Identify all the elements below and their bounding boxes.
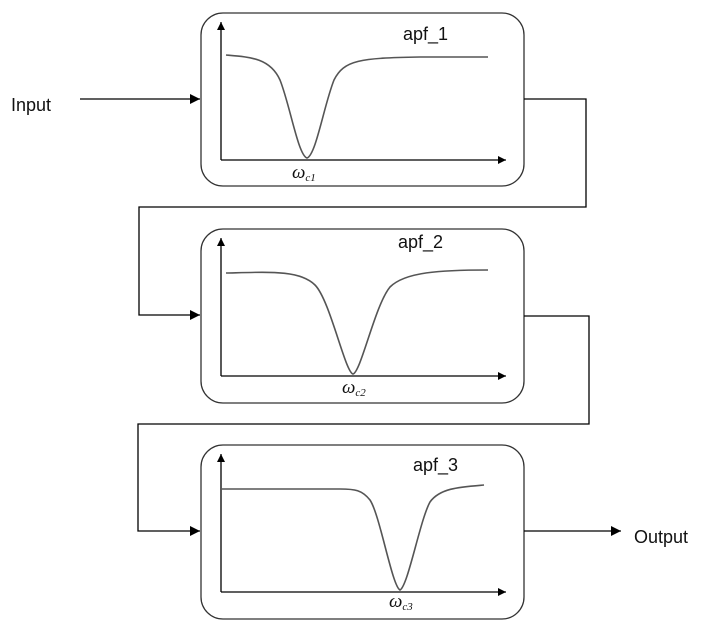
filter-block-apf-1: apf_1 ωc1 bbox=[200, 12, 525, 187]
filter-name-label: apf_2 bbox=[398, 232, 443, 253]
filter-block-apf-3: apf_3 ωc3 bbox=[200, 444, 525, 620]
filter-name-label: apf_3 bbox=[413, 455, 458, 476]
input-label: Input bbox=[11, 95, 51, 115]
filter-box bbox=[200, 228, 525, 404]
cutoff-frequency-label: ωc1 bbox=[292, 162, 316, 184]
connector-2-to-3 bbox=[137, 315, 590, 536]
filter-name-label: apf_1 bbox=[403, 24, 448, 45]
frequency-response-curve bbox=[225, 54, 488, 159]
connector-1-to-2 bbox=[138, 98, 587, 320]
output-label: Output bbox=[634, 527, 688, 547]
cutoff-frequency-label: ωc2 bbox=[342, 377, 366, 399]
frequency-response-curve bbox=[222, 484, 485, 591]
cutoff-frequency-label: ωc3 bbox=[389, 591, 413, 613]
filter-block-apf-2: apf_2 ωc2 bbox=[200, 228, 525, 404]
frequency-response-curve bbox=[225, 269, 489, 375]
filter-box bbox=[200, 444, 525, 620]
